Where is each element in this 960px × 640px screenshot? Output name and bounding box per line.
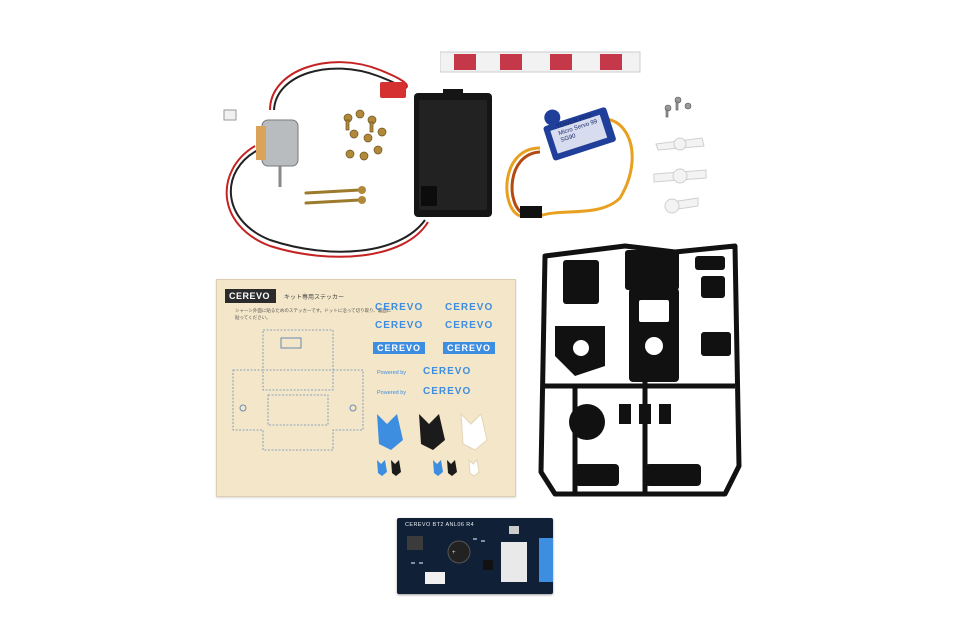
servo-horns (653, 137, 707, 214)
sticker-logo-3: CEREVO (375, 320, 424, 331)
sticker-banner-2: CEREVO (443, 342, 496, 354)
motor-body (256, 119, 299, 187)
dc-motor-assembly (223, 61, 429, 258)
pcb-label: CEREVO BT2 ANL06 R4 (405, 522, 475, 528)
servo-connector (520, 206, 542, 218)
sticker-logo-4: CEREVO (445, 320, 494, 331)
sticker-logo-6: CEREVO (423, 386, 472, 397)
pcb-components: + (407, 526, 553, 584)
controller-pcb: CEREVO BT2 ANL06 R4 + (397, 518, 553, 594)
sticker-header-title: キット専用ステッカー (284, 294, 345, 301)
sticker-banner-1: CEREVO (373, 342, 426, 354)
sticker-sheet: CEREVO キット専用ステッカー シャーシ外面に貼るためのステッカーです。ドッ… (216, 279, 516, 497)
sticker-header-logo: CEREVO (225, 289, 277, 303)
sticker-description: シャーシ外面に貼るためのステッカーです。ドットに沿って切り取り、裏面に貼ってくだ… (235, 308, 392, 320)
sticker-logo-2: CEREVO (445, 302, 494, 313)
battery-box (414, 89, 492, 217)
sticker-logo-5: CEREVO (423, 366, 472, 377)
sticker-marks (377, 412, 488, 477)
sticker-powered-by-2: Powered by (377, 390, 407, 396)
sticker-logo-1: CEREVO (375, 302, 424, 313)
red-connector (380, 82, 406, 98)
screws-pile (343, 109, 387, 161)
plastic-sprue (538, 243, 742, 497)
chassis-outline (232, 329, 364, 451)
tape-strip (440, 51, 641, 73)
svg-text:+: + (452, 550, 456, 556)
long-bolts (304, 186, 366, 205)
sticker-header: CEREVO キット専用ステッカー (225, 289, 344, 303)
micro-servo (505, 107, 634, 218)
sticker-powered-by-1: Powered by (377, 370, 407, 376)
small-screws (664, 96, 692, 118)
